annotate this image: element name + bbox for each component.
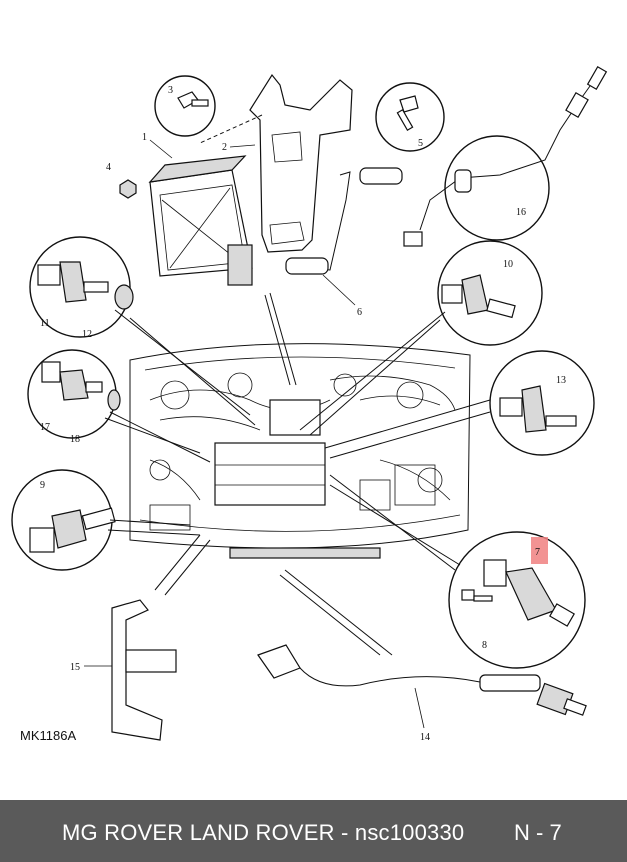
callout-5: 5: [418, 138, 423, 149]
parts-diagram: 1 2 6 3 4 5 16 10 13: [11, 66, 608, 743]
sensor-7-detail: [448, 531, 586, 669]
leader-lines: [104, 292, 491, 656]
callout-18: 18: [70, 434, 80, 445]
callout-6: 6: [357, 307, 362, 318]
callout-12: 12: [82, 329, 92, 340]
callout-14: 14: [420, 732, 430, 743]
callout-9: 9: [40, 480, 45, 491]
callout-15: 15: [70, 662, 80, 673]
callout-17: 17: [40, 422, 50, 433]
nut-4: [119, 179, 137, 199]
engine-bay: [129, 343, 471, 559]
callout-13: 13: [556, 375, 566, 386]
footer-brand-text: MG ROVER LAND ROVER - nsc100330: [62, 820, 465, 845]
callout-8: 8: [482, 640, 487, 651]
ecu-module: [148, 155, 253, 286]
diagram-reference-code: MK1186A: [20, 728, 77, 743]
lambda-sensor-14: [257, 644, 587, 716]
callout-11: 11: [40, 318, 50, 329]
ecu-bracket: [249, 73, 353, 253]
callout-1: 1: [142, 132, 147, 143]
bracket-15: [111, 599, 177, 741]
callout-3: 3: [168, 85, 173, 96]
callout-7-highlight: [531, 537, 548, 564]
footer-bar: MG ROVER LAND ROVER - nsc100330 N - 7: [0, 800, 627, 862]
callout-4: 4: [106, 162, 111, 173]
harness-16-detail: [444, 135, 550, 241]
callout-10: 10: [503, 259, 513, 270]
callout-7: 7: [535, 547, 540, 558]
callout-16: 16: [516, 207, 526, 218]
footer-page-label: N - 7: [514, 820, 562, 845]
callout-2: 2: [222, 142, 227, 153]
sensor-lead: [285, 167, 403, 275]
sensor-10-detail: [437, 240, 543, 346]
bolt-5-detail: [375, 82, 445, 152]
